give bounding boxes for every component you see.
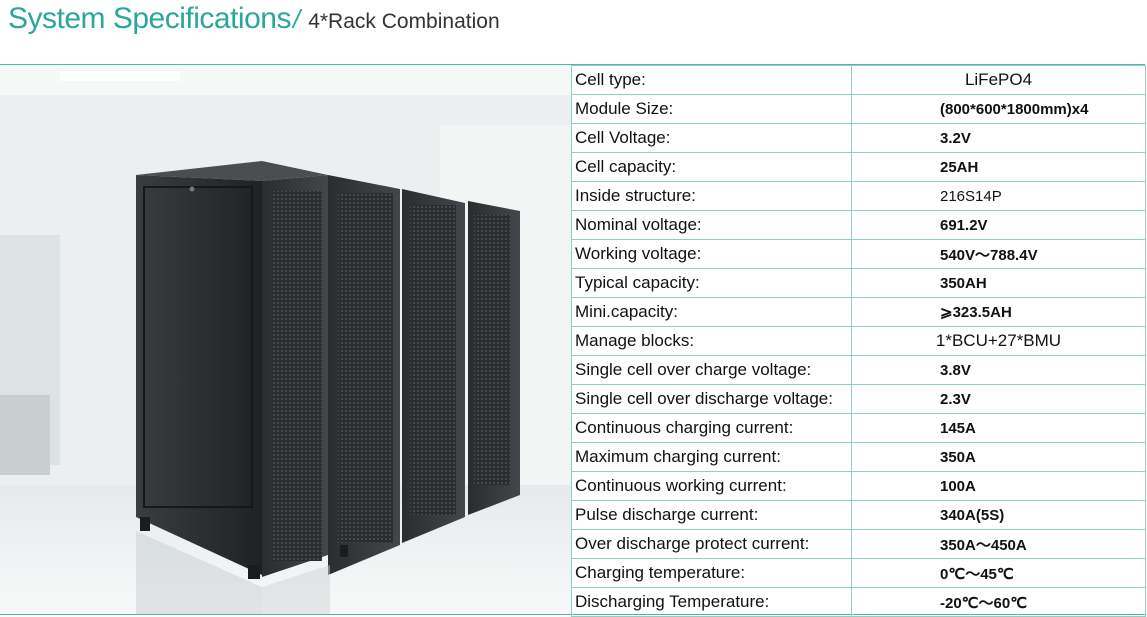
spec-value: ⩾323.5AH <box>851 297 1146 327</box>
spec-value: 100A <box>851 471 1146 501</box>
spec-row: Discharging Temperature:-20℃～60℃ <box>571 587 1146 617</box>
spec-row: Over discharge protect current:350A～450A <box>571 529 1146 559</box>
spec-row: Cell capacity:25AH <box>571 152 1146 182</box>
spec-value: 691.2V <box>851 210 1146 240</box>
spec-label: Pulse discharge current: <box>571 500 852 530</box>
spec-row: Single cell over discharge voltage:2.3V <box>571 384 1146 414</box>
spec-label: Single cell over charge voltage: <box>571 355 852 385</box>
page-title: System Specifications <box>8 2 291 35</box>
rack-cabinets-image <box>0 65 571 614</box>
spec-row: Typical capacity:350AH <box>571 268 1146 298</box>
spec-row: Pulse discharge current:340A(5S) <box>571 500 1146 530</box>
spec-value: 25AH <box>851 152 1146 182</box>
spec-row: Inside structure:216S14P <box>571 181 1146 211</box>
spec-value: 350A <box>851 442 1146 472</box>
spec-value: 2.3V <box>851 384 1146 414</box>
spec-value: 3.2V <box>851 123 1146 153</box>
spec-label: Cell capacity: <box>571 152 852 182</box>
spec-value: 340A(5S) <box>851 500 1146 530</box>
spec-row: Cell Voltage:3.2V <box>571 123 1146 153</box>
spec-label: Continuous working current: <box>571 471 852 501</box>
spec-label: Typical capacity: <box>571 268 852 298</box>
spec-label: Maximum charging current: <box>571 442 852 472</box>
spec-label: Charging temperature: <box>571 558 852 588</box>
spec-value: 350AH <box>851 268 1146 298</box>
spec-label: Cell type: <box>571 65 852 95</box>
spec-value: -20℃～60℃ <box>851 587 1146 617</box>
spec-value: 216S14P <box>851 181 1146 211</box>
spec-value: 0℃～45℃ <box>851 558 1146 588</box>
spec-label: Working voltage: <box>571 239 852 269</box>
page-subtitle: 4*Rack Combination <box>308 10 500 33</box>
spec-row: Module Size:(800*600*1800mm)x4 <box>571 94 1146 124</box>
spec-label: Discharging Temperature: <box>571 587 852 617</box>
spec-value: (800*600*1800mm)x4 <box>851 94 1146 124</box>
rack-cabinets-photo <box>0 65 571 614</box>
spec-value: 540V～788.4V <box>851 239 1146 269</box>
spec-row: Nominal voltage:691.2V <box>571 210 1146 240</box>
spec-label: Module Size: <box>571 94 852 124</box>
spec-label: Mini.capacity: <box>571 297 852 327</box>
spec-label: Nominal voltage: <box>571 210 852 240</box>
spec-row: Mini.capacity:⩾323.5AH <box>571 297 1146 327</box>
page-header: System Specifications/ 4*Rack Combination <box>8 2 500 42</box>
spec-row: Single cell over charge voltage:3.8V <box>571 355 1146 385</box>
spec-label: Inside structure: <box>571 181 852 211</box>
spec-label: Over discharge protect current: <box>571 529 852 559</box>
spec-value: 350A～450A <box>851 529 1146 559</box>
spec-value: 145A <box>851 413 1146 443</box>
spec-value: 3.8V <box>851 355 1146 385</box>
spec-row: Manage blocks:1*BCU+27*BMU <box>571 326 1146 356</box>
spec-label: Cell Voltage: <box>571 123 852 153</box>
spec-value: LiFePO4 <box>851 65 1146 95</box>
spec-row: Cell type:LiFePO4 <box>571 65 1146 95</box>
spec-value: 1*BCU+27*BMU <box>851 326 1146 356</box>
spec-row: Continuous charging current:145A <box>571 413 1146 443</box>
spec-row: Charging temperature:0℃～45℃ <box>571 558 1146 588</box>
spec-label: Single cell over discharge voltage: <box>571 384 852 414</box>
title-separator: / <box>292 4 301 34</box>
spec-row: Working voltage:540V～788.4V <box>571 239 1146 269</box>
spec-row: Continuous working current:100A <box>571 471 1146 501</box>
spec-label: Continuous charging current: <box>571 413 852 443</box>
spec-label: Manage blocks: <box>571 326 852 356</box>
spec-row: Maximum charging current:350A <box>571 442 1146 472</box>
